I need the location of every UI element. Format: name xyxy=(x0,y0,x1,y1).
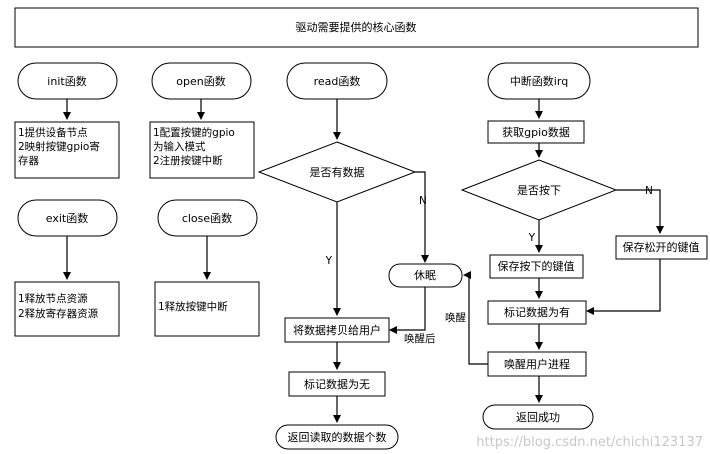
irq-wake-to-sleep-arrow xyxy=(463,271,488,365)
init-desc-box: 1提供设备节点 2映射按键gpio寄 存器 xyxy=(14,121,120,179)
exit-node: exit函数 xyxy=(17,199,118,237)
read-mark-none-box: 标记数据为无 xyxy=(288,371,386,397)
irq-no-arrow xyxy=(616,189,664,234)
irq-wake-user-box: 唤醒用户进程 xyxy=(487,351,587,377)
read-yes-label: Y xyxy=(325,255,333,267)
close-node: close函数 xyxy=(157,199,258,237)
irq-decision-label: 是否按下 xyxy=(517,183,561,197)
read-sleep-node: 休眠 xyxy=(388,263,463,288)
read-after-wake-arrow xyxy=(389,287,426,334)
irq-save-released-label: 保存松开的键值 xyxy=(623,240,700,254)
irq-mark-has-box: 标记数据为有 xyxy=(487,300,587,325)
read-no-label: N xyxy=(419,195,427,207)
init-label: init函数 xyxy=(47,75,86,88)
irq-node: 中断函数irq xyxy=(487,62,591,100)
irq-released-to-mark-arrow xyxy=(586,259,661,315)
irq-return-label: 返回成功 xyxy=(516,411,560,424)
irq-return-node: 返回成功 xyxy=(482,404,594,430)
read-copy-box: 将数据拷贝给用户 xyxy=(284,317,390,343)
irq-yes-label: Y xyxy=(528,232,536,244)
watermark: https://blog.csdn.net/chichi123137 xyxy=(476,435,703,450)
irq-wake-user-label: 唤醒用户进程 xyxy=(504,357,570,371)
irq-save-pressed-box: 保存按下的键值 xyxy=(489,254,584,279)
read-label: read函数 xyxy=(314,75,361,88)
read-decision-label: 是否有数据 xyxy=(310,165,365,179)
read-node: read函数 xyxy=(286,62,388,100)
exit-desc-line-1: 1释放节点资源 xyxy=(18,292,88,305)
read-return-node: 返回读取的数据个数 xyxy=(275,424,399,450)
read-decision: 是否有数据 xyxy=(257,141,417,203)
exit-desc-line-2: 2释放寄存器资源 xyxy=(18,307,99,320)
irq-no-label: N xyxy=(645,185,653,197)
init-node: init函数 xyxy=(17,62,118,100)
init-desc-line-2: 2映射按键gpio寄 xyxy=(18,140,100,153)
irq-mark-has-label: 标记数据为有 xyxy=(504,305,570,319)
diagram-title: 驱动需要提供的核心函数 xyxy=(296,20,417,34)
open-node: open函数 xyxy=(151,62,252,100)
close-desc-box: 1释放按键中断 xyxy=(154,281,260,337)
title-box: 驱动需要提供的核心函数 xyxy=(14,7,699,48)
close-label: close函数 xyxy=(182,212,232,225)
irq-wake-label: 唤醒 xyxy=(445,311,466,324)
irq-save-released-box: 保存松开的键值 xyxy=(615,235,708,260)
close-desc-line-1: 1释放按键中断 xyxy=(158,300,228,313)
exit-label: exit函数 xyxy=(46,212,88,225)
read-sleep-label: 休眠 xyxy=(414,269,436,282)
irq-decision: 是否按下 xyxy=(460,159,618,221)
irq-get-data-box: 获取gpio数据 xyxy=(487,120,585,144)
exit-desc-box: 1释放节点资源 2释放寄存器资源 xyxy=(14,281,120,337)
read-mark-none-label: 标记数据为无 xyxy=(304,377,370,391)
irq-save-pressed-label: 保存按下的键值 xyxy=(498,259,575,273)
open-desc-line-1: 1配置按键的gpio xyxy=(153,126,235,139)
open-desc-line-3: 2注册按键中断 xyxy=(153,154,223,167)
open-desc-line-2: 为输入模式 xyxy=(153,140,206,153)
open-desc-box: 1配置按键的gpio 为输入模式 2注册按键中断 xyxy=(149,121,255,179)
open-label: open函数 xyxy=(176,75,225,88)
read-after-wake-label: 唤醒后 xyxy=(404,332,436,345)
init-desc-line-3: 存器 xyxy=(18,154,39,167)
read-return-label: 返回读取的数据个数 xyxy=(288,430,387,444)
read-no-arrow xyxy=(415,171,429,263)
init-desc-line-1: 1提供设备节点 xyxy=(18,126,88,139)
irq-label: 中断函数irq xyxy=(510,74,568,88)
read-copy-label: 将数据拷贝给用户 xyxy=(293,323,381,337)
irq-get-data-label: 获取gpio数据 xyxy=(502,125,570,139)
